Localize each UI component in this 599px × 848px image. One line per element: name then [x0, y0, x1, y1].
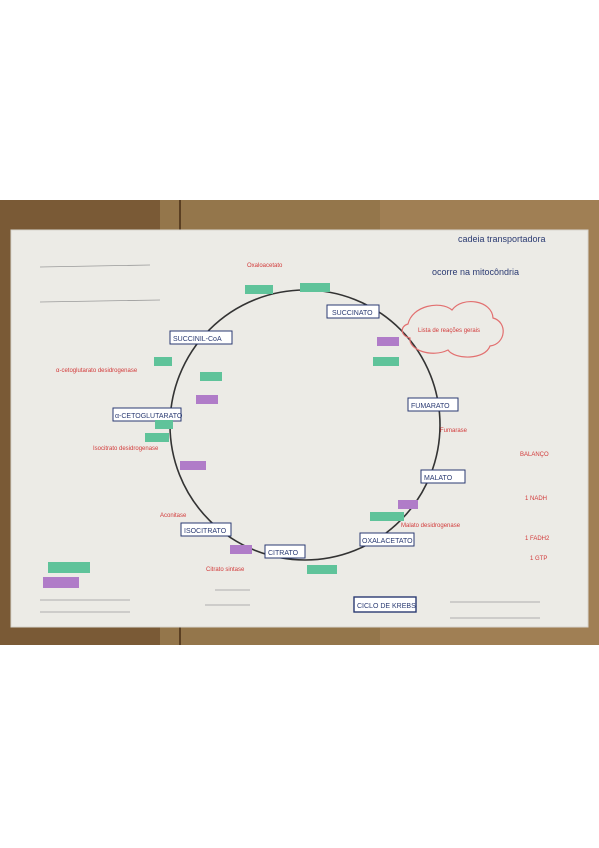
svg-text:1 NADH: 1 NADH — [525, 496, 547, 502]
metabolite-boxes: SUCCINATO FUMARATO MALATO OXALACETATO CI… — [112, 304, 466, 559]
svg-text:Isocitrato desidrogenase: Isocitrato desidrogenase — [93, 446, 159, 452]
metabolite-oxalacetato: OXALACETATO — [362, 538, 413, 545]
left-notes: 1 NADH 1 FADH2 1 GTP — [525, 496, 550, 562]
svg-text:cadeia transportadora: cadeia transportadora — [458, 234, 546, 244]
svg-text:Citrato sintase: Citrato sintase — [206, 567, 245, 573]
metabolite-citrato: CITRATO — [268, 550, 299, 557]
metabolite-malato: MALATO — [424, 475, 453, 482]
svg-text:1 FADH2: 1 FADH2 — [525, 536, 550, 542]
title-box — [353, 596, 417, 613]
red-cloud-shape — [401, 301, 504, 358]
svg-text:Aconitase: Aconitase — [160, 513, 187, 519]
svg-text:BALANÇO: BALANÇO — [520, 452, 549, 458]
background-white-bottom — [0, 645, 599, 848]
background-white-top — [0, 0, 599, 200]
svg-text:Oxaloacetato: Oxaloacetato — [247, 263, 283, 269]
svg-text:α-cetoglutarato desidrogenase: α-cetoglutarato desidrogenase — [56, 368, 138, 374]
highlight-tags — [43, 283, 418, 588]
blue-notes: cadeia transportadora ocorre na mitocônd… — [432, 234, 546, 277]
red-annotations: Oxaloacetato Fumarase Malato desidrogena… — [56, 263, 549, 573]
svg-text:Fumarase: Fumarase — [440, 428, 468, 434]
metabolite-alfa-cetoglutarato: α-CETOGLUTARATO — [115, 413, 183, 420]
metabolite-isocitrato: ISOCITRATO — [184, 528, 227, 535]
cloud-text: Lista de reações gerais — [418, 328, 480, 334]
svg-text:1 GTP: 1 GTP — [530, 556, 547, 562]
metabolite-succinil-coa: SUCCINIL-CoA — [173, 336, 222, 343]
gray-notes — [39, 264, 540, 619]
svg-text:Malato desidrogenase: Malato desidrogenase — [401, 523, 461, 529]
poster-paper — [10, 229, 589, 628]
title-box-text: CICLO DE KREBS — [357, 603, 416, 610]
svg-text:ocorre na mitocôndria: ocorre na mitocôndria — [432, 267, 519, 277]
metabolite-fumarato: FUMARATO — [411, 403, 450, 410]
metabolite-succinato: SUCCINATO — [332, 310, 373, 317]
